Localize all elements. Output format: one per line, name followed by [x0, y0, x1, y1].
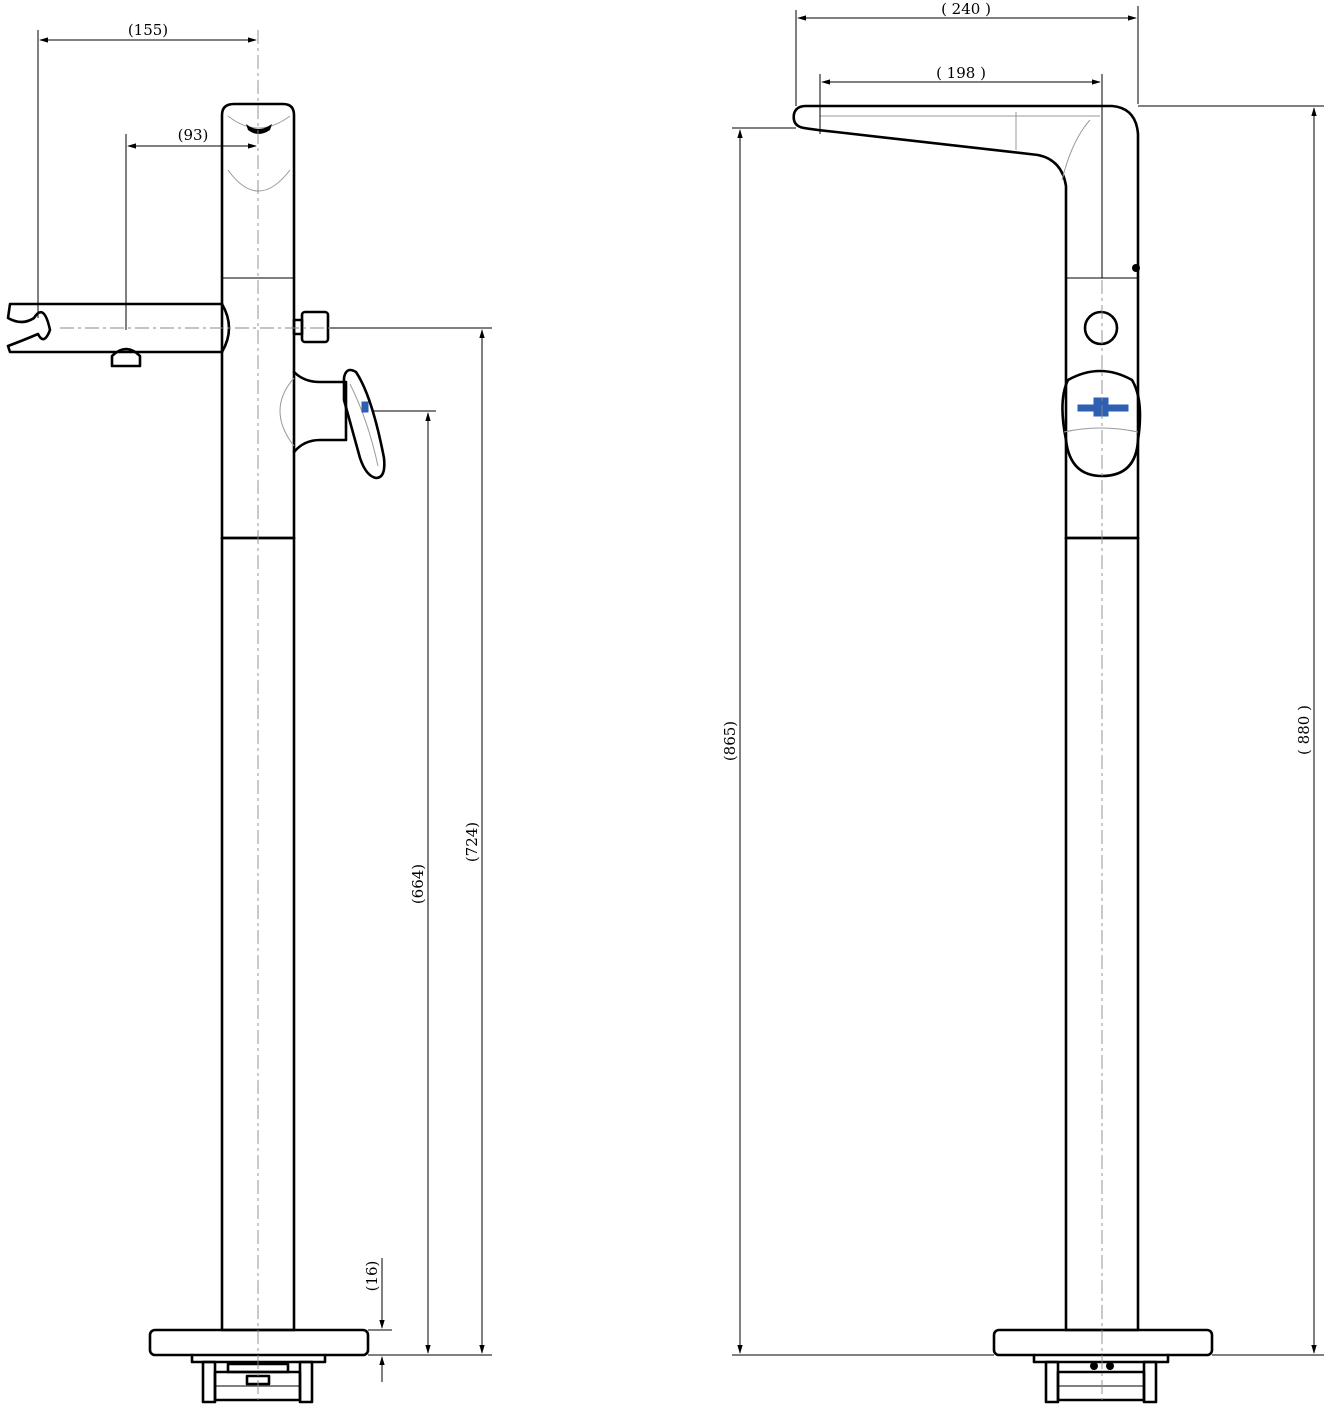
front-mounting-bracket: [201, 1360, 314, 1404]
dim-spout-length-inner-label: ( 198 ): [936, 64, 986, 82]
front-lever-marker: [361, 401, 369, 413]
dim-handle-offset-label: (93): [178, 126, 209, 144]
front-column-upper: [220, 102, 296, 540]
dim-base-thickness-label: (16): [363, 1261, 381, 1292]
front-spout: [6, 302, 224, 354]
side-pin: [1132, 264, 1140, 272]
front-aerator: [246, 124, 272, 134]
dim-spout-reach-label: (155): [128, 21, 168, 39]
dim-handle-height-label: (664): [409, 864, 427, 904]
dim-outlet-height-label: (724): [463, 822, 481, 862]
side-handle-hidden: [1063, 427, 1139, 433]
side-base: [992, 1328, 1214, 1357]
front-lever: [342, 368, 386, 480]
front-handle-hidden: [279, 377, 295, 447]
dim-overall-height-label: ( 880 ): [1295, 705, 1313, 755]
front-lever-hidden: [349, 383, 379, 467]
front-handle-body: [292, 370, 348, 454]
side-handle: [1061, 369, 1142, 478]
front-side-button-stem: [292, 318, 304, 336]
front-base: [148, 1328, 370, 1357]
dim-spout-length-total-label: ( 240 ): [941, 0, 991, 18]
side-handle-marker: [1077, 397, 1129, 417]
dim-spout-height-label: (865): [721, 721, 739, 761]
side-mounting-bracket: [1044, 1360, 1158, 1404]
front-base-plate: [190, 1353, 327, 1364]
side-view: ( 240 ) ( 198 ) (865) ( 880 ): [721, 0, 1324, 1404]
front-top-hidden-curve: [227, 169, 291, 192]
side-spout: [792, 104, 1140, 540]
front-top-hidden-line: [227, 115, 291, 129]
front-diverter: [110, 347, 142, 368]
side-spout-hidden-2: [1061, 119, 1091, 181]
front-view: (155) (93) (724) (664) (16): [6, 21, 492, 1404]
side-base-plate: [1032, 1353, 1170, 1364]
front-side-button: [300, 310, 330, 344]
side-button: [1083, 310, 1119, 346]
